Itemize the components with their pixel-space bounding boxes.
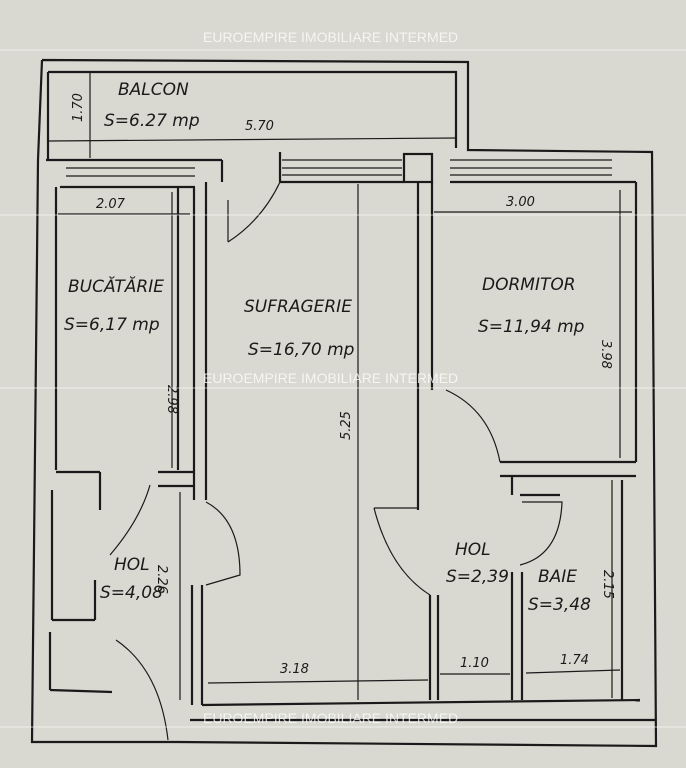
dimension-label: 5.25	[339, 411, 354, 440]
room-baie: BAIE S=3,48 1.74 2.15	[528, 567, 615, 668]
dimension-label: 2.26	[154, 565, 169, 594]
room-area: S=3,48	[528, 595, 591, 615]
watermark-text: EUROEMPIRE IMOBILIARE INTERMED	[203, 710, 458, 726]
watermark-text: EUROEMPIRE IMOBILIARE INTERMED	[203, 29, 458, 45]
watermark: EUROEMPIRE IMOBILIARE INTERMED EUROEMPIR…	[0, 29, 686, 728]
dimension-label: 2.07	[96, 197, 126, 212]
dimension-label: 3.00	[506, 195, 535, 210]
doors	[109, 181, 563, 741]
room-bucatarie: BUCĂTĂRIE S=6,17 mp 2.07 2.98	[64, 197, 179, 414]
room-area: S=2,39	[446, 567, 509, 587]
dimension-lines	[47, 72, 632, 700]
room-name: BAIE	[538, 567, 577, 587]
dimension-label: 1.74	[560, 653, 589, 668]
room-balcon: BALCON S=6.27 mp 5.70 1.70	[71, 80, 274, 134]
dimension-label: 1.70	[71, 93, 86, 122]
room-name: HOL	[455, 540, 491, 560]
dimension-label: 2.15	[600, 570, 615, 599]
room-area: S=16,70 mp	[248, 340, 355, 360]
room-area: S=6.27 mp	[104, 111, 200, 131]
room-hol-inner: HOL S=2,39 1.10	[446, 540, 509, 671]
dimension-label: 1.10	[460, 656, 489, 671]
dimension-label: 3.18	[280, 662, 309, 677]
room-hol-entry: HOL S=4,08 2.26	[100, 555, 169, 603]
room-name: DORMITOR	[482, 275, 576, 295]
room-name: BALCON	[118, 80, 189, 100]
room-name: BUCĂTĂRIE	[68, 275, 164, 297]
room-area: S=4,08	[100, 583, 163, 603]
room-area: S=6,17 mp	[64, 315, 160, 335]
dimension-label: 5.70	[245, 119, 274, 134]
room-name: HOL	[114, 555, 150, 575]
walls	[30, 58, 658, 748]
dimension-label: 3.98	[598, 340, 613, 369]
watermark-text: EUROEMPIRE IMOBILIARE INTERMED	[203, 370, 458, 386]
room-dormitor: DORMITOR S=11,94 mp 3.00 3.98	[478, 195, 613, 369]
windows	[66, 152, 612, 184]
dimension-label: 2.98	[164, 385, 179, 414]
room-area: S=11,94 mp	[478, 317, 585, 337]
room-sufragerie: SUFRAGERIE S=16,70 mp 5.25 3.18	[244, 297, 355, 677]
room-name: SUFRAGERIE	[244, 297, 352, 317]
